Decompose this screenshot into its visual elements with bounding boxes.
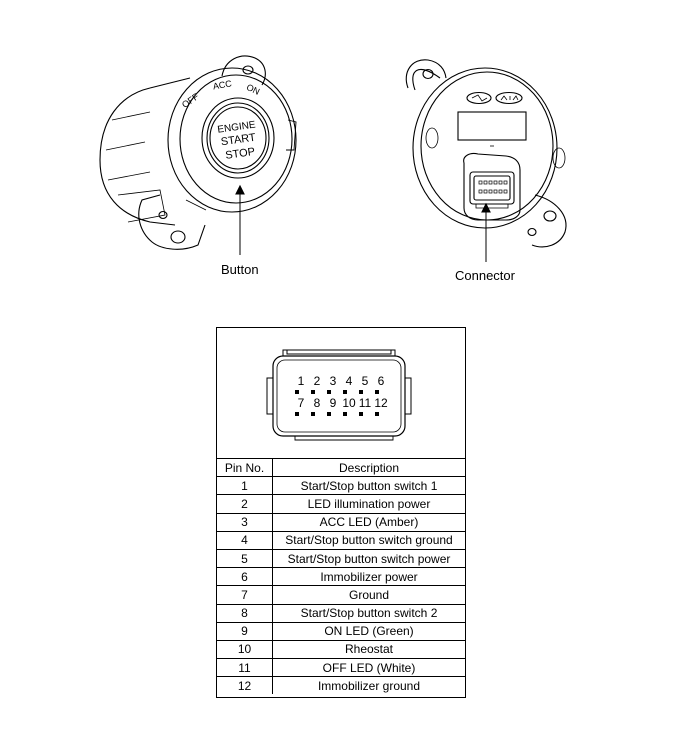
table-header-row: Pin No. Description <box>217 457 465 478</box>
description-cell: ACC LED (Amber) <box>272 512 465 532</box>
pin-label: 8 <box>314 396 321 410</box>
pin-cell: 4 <box>217 530 273 550</box>
engine-label: ENGINE <box>217 119 257 135</box>
pin-11-marker <box>359 412 363 416</box>
pin-label: 4 <box>346 374 353 388</box>
pin-cell: 6 <box>217 567 273 587</box>
stop-label: STOP <box>225 146 256 162</box>
pin-label: 9 <box>330 396 337 410</box>
description-cell: Start/Stop button switch 1 <box>272 476 465 496</box>
pin-7-marker <box>295 412 299 416</box>
description-cell: Start/Stop button switch power <box>272 548 465 569</box>
pin-cell: 10 <box>217 639 273 660</box>
connector-pinout-panel: 1 2 3 4 5 6 7 8 9 10 11 12 Pin No. Descr… <box>216 327 466 698</box>
start-label: START <box>220 132 257 149</box>
connector-callout-label: Connector <box>455 268 515 283</box>
description-header: Description <box>272 457 465 478</box>
pin-label: 7 <box>298 396 305 410</box>
description-cell: ON LED (Green) <box>272 621 465 641</box>
connector-face-diagram: 1 2 3 4 5 6 7 8 9 10 11 12 <box>266 349 412 441</box>
button-callout-label: Button <box>221 262 259 277</box>
pin-5-marker <box>359 390 363 394</box>
pin-cell: 7 <box>217 585 273 605</box>
pin-label: 6 <box>378 374 385 388</box>
pin-cell: 1 <box>217 476 273 496</box>
pin-cell: 8 <box>217 603 273 623</box>
description-cell: Start/Stop button switch ground <box>272 530 465 550</box>
pin-label: 3 <box>330 374 337 388</box>
pin-6-marker <box>375 390 379 394</box>
description-cell: LED illumination power <box>272 494 465 514</box>
pin-label: 1 <box>298 374 305 388</box>
description-cell: Immobilizer ground <box>272 676 465 695</box>
pin-label: 11 <box>359 396 372 410</box>
description-cell: Rheostat <box>272 639 465 660</box>
pin-9-marker <box>327 412 331 416</box>
pin-cell: 11 <box>217 658 273 678</box>
switch-rear-illustration <box>405 59 567 262</box>
pin-no-header: Pin No. <box>217 457 273 478</box>
switch-front-illustration <box>99 55 297 255</box>
pin-3-marker <box>327 390 331 394</box>
description-cell: Ground <box>272 585 465 605</box>
pin-2-marker <box>311 390 315 394</box>
pin-label: 2 <box>314 374 321 388</box>
position-acc-label: ACC <box>212 78 233 91</box>
pin-cell: 5 <box>217 548 273 569</box>
pin-4-marker <box>343 390 347 394</box>
pin-label: 12 <box>374 396 388 410</box>
pin-cell: 3 <box>217 512 273 532</box>
pin-1-marker <box>295 390 299 394</box>
description-cell: Immobilizer power <box>272 567 465 587</box>
pin-label: 10 <box>342 396 356 410</box>
pin-8-marker <box>311 412 315 416</box>
pin-cell: 2 <box>217 494 273 514</box>
description-cell: Start/Stop button switch 2 <box>272 603 465 623</box>
pin-12-marker <box>375 412 379 416</box>
description-cell: OFF LED (White) <box>272 658 465 678</box>
pin-label: 5 <box>362 374 369 388</box>
switch-text-layer: ENGINE START STOP OFF ACC ON <box>180 78 261 162</box>
pin-cell: 12 <box>217 676 273 695</box>
pin-cell: 9 <box>217 621 273 641</box>
pin-10-marker <box>343 412 347 416</box>
